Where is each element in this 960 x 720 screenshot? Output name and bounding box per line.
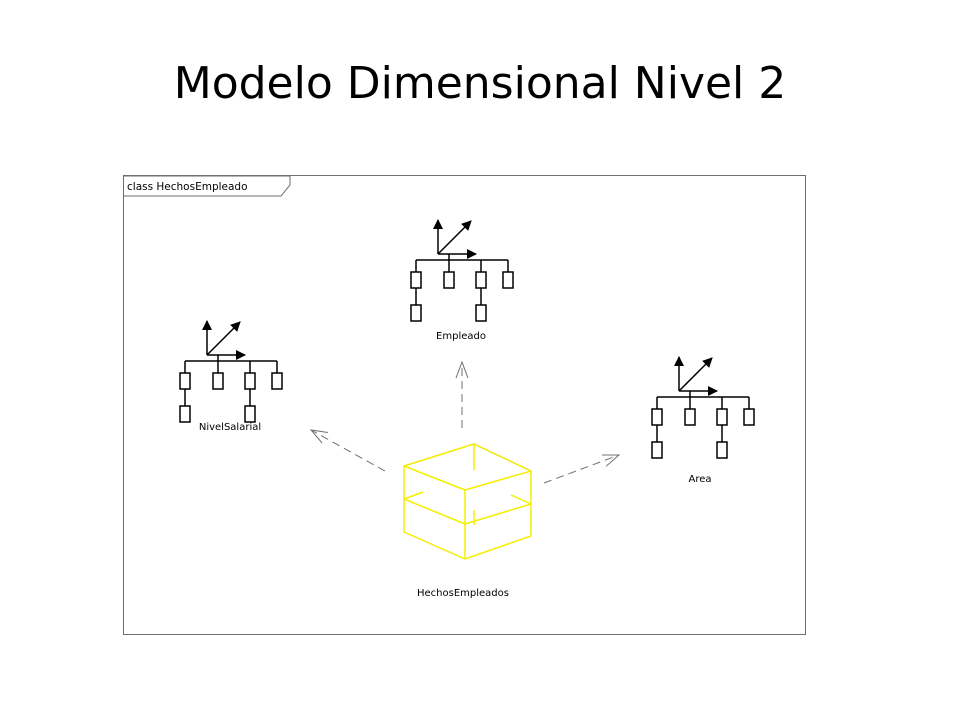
fact-cube-icon: [403, 443, 532, 560]
relationships: [311, 362, 619, 484]
dimension-label-empleado: Empleado: [436, 331, 486, 342]
dimension-empleado: [410, 219, 514, 322]
relation-fact-area: [543, 455, 619, 484]
frame-tab: class HechosEmpleado: [123, 175, 291, 197]
relation-fact-nivelsalarial: [311, 430, 386, 472]
diagram-frame: [123, 175, 806, 635]
dimension-hierarchy-icon: [651, 356, 755, 459]
fact-label: HechosEmpleados: [417, 588, 509, 599]
dimension-hierarchy-icon: [410, 219, 514, 322]
dimension-label-area: Area: [688, 474, 711, 485]
dimension-area: [651, 356, 755, 459]
dimension-nivelsalarial: [179, 320, 283, 423]
slide-title: Modelo Dimensional Nivel 2: [173, 58, 787, 109]
dimension-label-nivelsalarial: NivelSalarial: [199, 422, 261, 433]
dimension-hierarchy-icon: [179, 320, 283, 423]
frame-label: class HechosEmpleado: [127, 181, 248, 193]
